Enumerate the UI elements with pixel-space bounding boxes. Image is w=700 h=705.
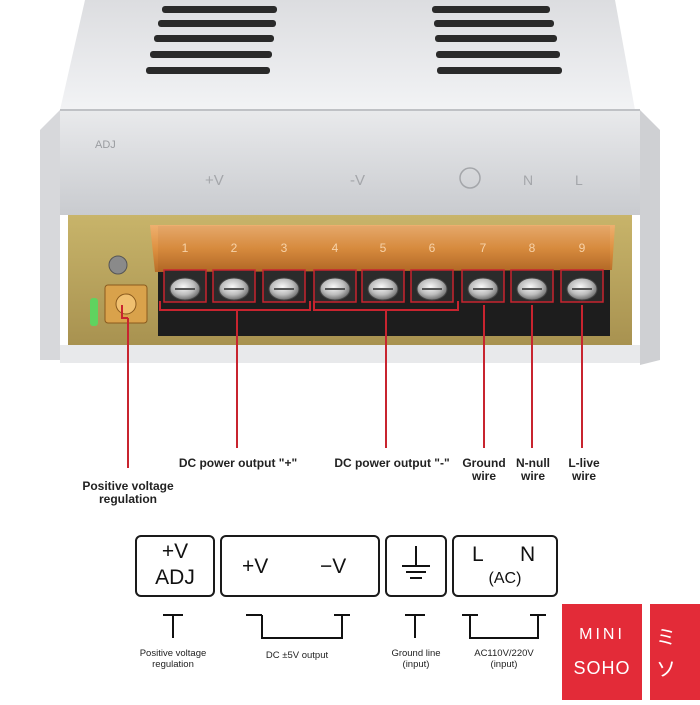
terminal-screw <box>212 269 256 303</box>
caption-voltage-reg-line1: Positive voltage <box>139 648 207 659</box>
caption-ac: AC110V/220V (input) <box>462 648 546 670</box>
terminal-number: 6 <box>429 241 436 255</box>
terminal-screw <box>262 269 306 303</box>
vent-slots-right <box>432 6 562 74</box>
callout-l-live: L-live wire <box>563 457 605 483</box>
legend-dc-plus: +V <box>242 555 269 578</box>
terminal-number: 8 <box>529 241 536 255</box>
board-label-minus-v: -V <box>350 172 365 189</box>
callout-llive-line1: L-live <box>568 456 600 470</box>
status-led <box>90 298 98 326</box>
terminal-screw <box>163 269 207 303</box>
legend-ac-n: N <box>520 543 536 566</box>
terminal-cover <box>150 225 615 272</box>
callout-voltage-regulation: Positive voltage regulation <box>64 480 192 506</box>
ground-symbol-emboss <box>459 167 481 189</box>
caption-voltage-reg-line2: regulation <box>152 659 194 670</box>
caption-ac-line1: AC110V/220V <box>474 648 534 659</box>
terminal-number: 1 <box>182 241 189 255</box>
board-label-adj: ADJ <box>95 139 116 151</box>
legend-ground-box <box>385 535 447 597</box>
callout-ground: Ground wire <box>457 457 511 483</box>
callout-llive-line2: wire <box>571 469 596 483</box>
board-label-l: L <box>575 172 583 188</box>
legend-dc-minus: −V <box>320 555 347 578</box>
callout-voltage-reg-line1: Positive voltage <box>82 479 174 493</box>
caption-dc-output: DC ±5V output <box>265 650 329 661</box>
terminal-screw <box>560 269 604 303</box>
legend-dc-box: +V −V <box>220 535 380 597</box>
callout-voltage-reg-line2: regulation <box>98 492 157 506</box>
callout-n-null: N-null wire <box>511 457 555 483</box>
casing-top <box>60 0 635 110</box>
terminal-screw <box>510 269 554 303</box>
vent-slots-left <box>146 6 277 74</box>
board-label-plus-v: +V <box>205 172 224 189</box>
caption-ground-line1: Ground line <box>391 648 441 659</box>
terminal-screw <box>361 269 405 303</box>
legend-ac-sub: (AC) <box>488 570 522 587</box>
legend-ac-l: L <box>472 543 484 566</box>
legend-adj-box: +V ADJ <box>135 535 215 597</box>
caption-voltage-regulation: Positive voltage regulation <box>122 648 224 670</box>
callout-dc-minus: DC power output "-" <box>334 456 450 470</box>
callout-nnull-line2: wire <box>520 469 545 483</box>
miniso-badge: MINI SOHO <box>562 604 642 700</box>
terminal-number: 2 <box>231 241 238 255</box>
badge-line1: MINI <box>579 626 625 643</box>
caption-ground-line2: (input) <box>402 659 430 670</box>
callout-dc-plus: DC power output "+" <box>178 456 298 470</box>
adj-screw <box>108 255 128 275</box>
badge-line2: SOHO <box>573 658 631 678</box>
badge-partial-text: ミソ <box>656 627 676 681</box>
miniso-badge-partial: ミソ <box>650 604 700 700</box>
callout-lines <box>121 301 583 468</box>
callout-ground-line2: wire <box>471 469 496 483</box>
terminal-number: 3 <box>281 241 288 255</box>
board-label-n: N <box>523 172 533 188</box>
terminal-number: 5 <box>380 241 387 255</box>
terminal-screw <box>410 269 454 303</box>
legend-adj-top: +V <box>161 540 189 563</box>
callout-nnull-line1: N-null <box>516 456 550 470</box>
terminal-number: 4 <box>332 241 339 255</box>
casing-front <box>60 110 640 215</box>
legend-ac-box: L N (AC) <box>452 535 558 597</box>
callout-ground-line1: Ground <box>462 456 506 470</box>
caption-ground: Ground line (input) <box>380 648 452 670</box>
terminal-screw <box>313 269 357 303</box>
terminal-screw <box>461 269 505 303</box>
legend-symbols <box>163 546 546 639</box>
terminal-number: 9 <box>579 241 586 255</box>
terminal-number: 7 <box>480 241 487 255</box>
caption-ac-line2: (input) <box>490 659 518 670</box>
legend-adj-bottom: ADJ <box>155 566 195 589</box>
